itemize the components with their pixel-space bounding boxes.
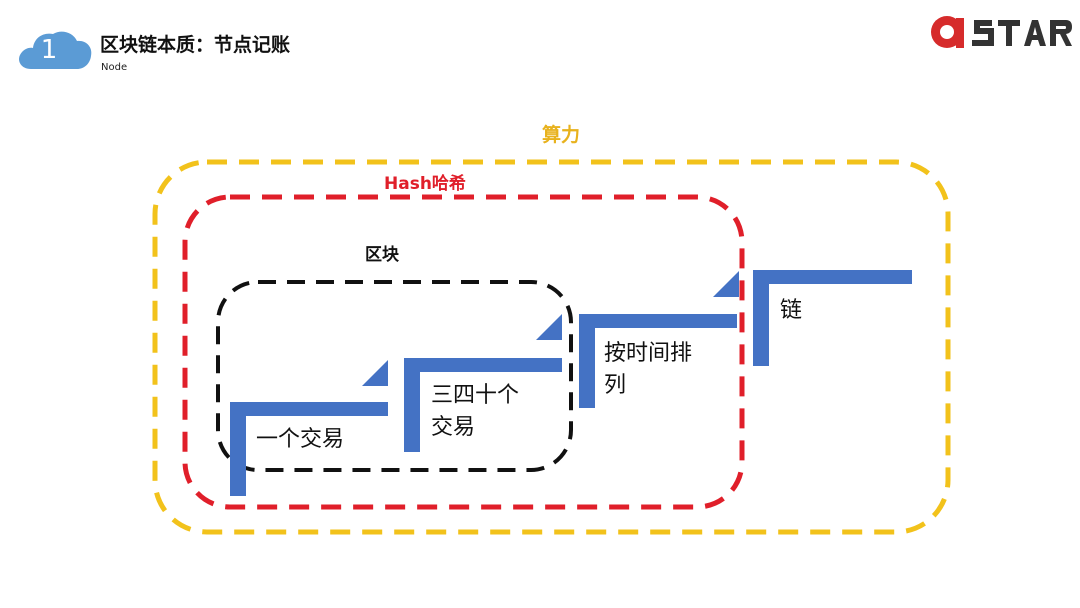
step-2-line-2: 交易 <box>431 415 476 440</box>
section-number: 1 <box>40 35 58 65</box>
step-4-line-1: 链 <box>780 298 803 323</box>
hash-container <box>182 194 745 510</box>
page-title: 区块链本质：节点记账 <box>100 34 291 56</box>
step-4-riser <box>753 270 769 366</box>
cloud-icon <box>19 31 92 69</box>
step-1-arrow <box>362 360 388 386</box>
step-1-tread <box>230 402 388 416</box>
step-1-riser <box>230 402 246 496</box>
step-3-line-1: 按时间排 <box>604 341 693 366</box>
block-label: 区块 <box>365 245 399 265</box>
block-container <box>216 280 573 472</box>
astar-logo <box>931 16 1072 48</box>
step-4-tread <box>753 270 912 284</box>
step-3-arrow <box>713 271 739 297</box>
slide-header: 1 区块链本质：节点记账 Node <box>0 0 1080 90</box>
step-3-line-2: 列 <box>604 373 627 398</box>
power-container <box>152 159 951 535</box>
step-1-label: 一个交易 <box>256 424 344 456</box>
page-subtitle: Node <box>101 62 128 73</box>
step-1-line-1: 一个交易 <box>256 427 345 452</box>
step-2-riser <box>404 358 420 452</box>
power-label: 算力 <box>542 124 581 146</box>
step-2-label: 三四十个 交易 <box>431 380 519 444</box>
step-2-arrow <box>536 314 562 340</box>
step-3-label: 按时间排 列 <box>604 338 692 402</box>
step-2-tread <box>404 358 562 372</box>
step-2-line-1: 三四十个 <box>431 383 520 408</box>
step-4-label: 链 <box>780 295 802 327</box>
hash-label: Hash哈希 <box>384 174 466 194</box>
step-3-tread <box>579 314 737 328</box>
step-3-riser <box>579 314 595 408</box>
